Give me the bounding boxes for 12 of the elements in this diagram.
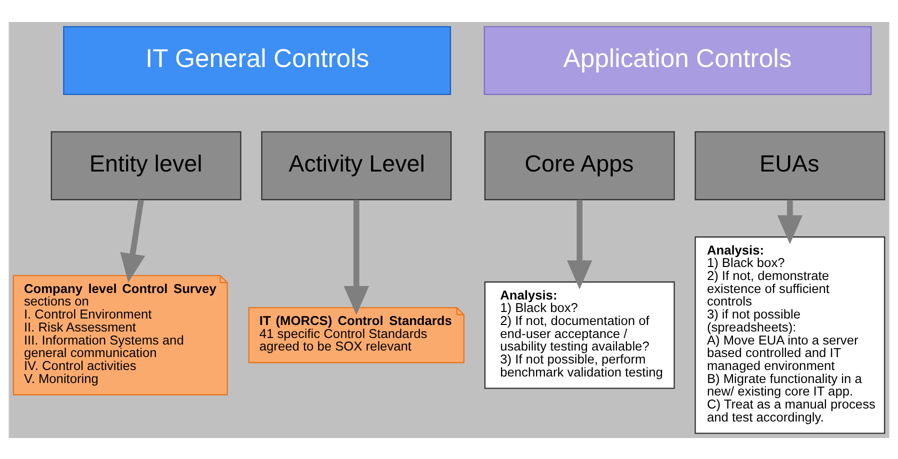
- arrow: [120, 198, 146, 282]
- node-box: Entity level: [50, 130, 242, 200]
- node-box: Analysis: 1) Black box? 2) If not, documentation of end-user acceptance / usability testing available? 3) If not possible, perform benchmark validation testing: [484, 280, 675, 388]
- node-box: EUAs: [694, 130, 886, 200]
- node-box: Analysis: 1) Black box? 2) If not, demonstrate existence of sufficient controls 3) if not possible (spreadsheets): A) Move EUA into a server based controlled and IT managed environment B) Migrate functionality in a new/ existing core IT app. C) Treat as a manual process and test accordingly.: [694, 236, 886, 434]
- node-box: Core Apps: [484, 130, 675, 200]
- node-box: Activity Level: [261, 130, 452, 200]
- node-box: Application Controls: [484, 26, 872, 95]
- arrow: [344, 199, 370, 314]
- arrow: [566, 199, 592, 289]
- arrow: [777, 199, 803, 244]
- node-box: IT General Controls: [63, 26, 452, 95]
